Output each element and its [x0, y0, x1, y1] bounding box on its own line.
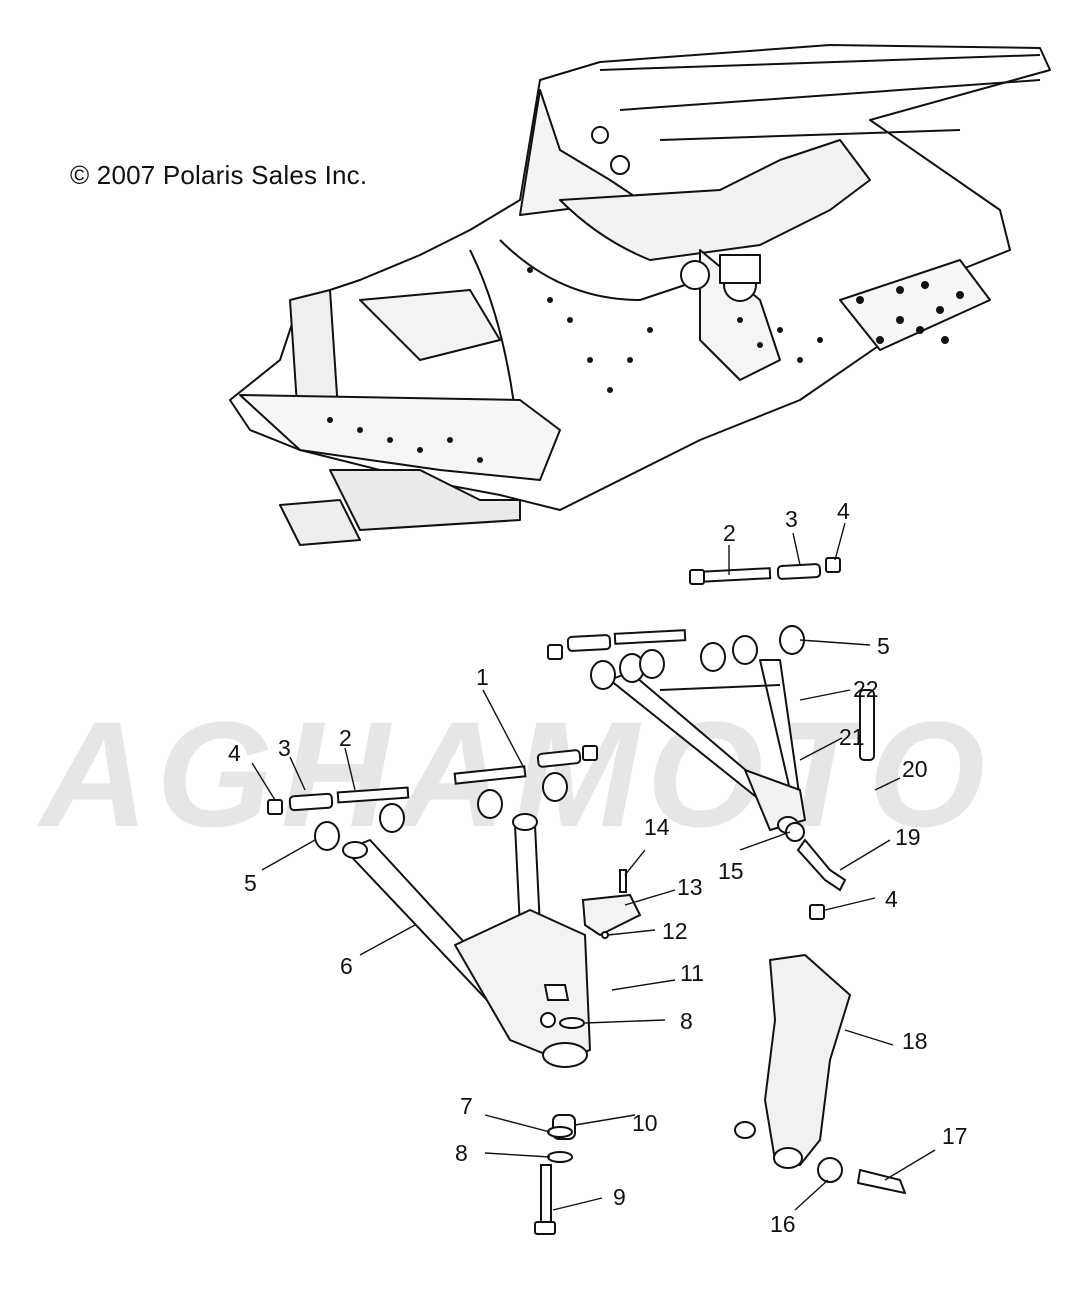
- callout-22: 22: [853, 676, 879, 702]
- copyright-text: © 2007 Polaris Sales Inc.: [70, 160, 368, 190]
- callout-6: 6: [340, 953, 353, 979]
- callout-2: 2: [723, 520, 736, 546]
- callout-15: 15: [718, 858, 744, 884]
- callout-17: 17: [942, 1123, 968, 1149]
- callout-20: 20: [902, 756, 928, 782]
- callout-5: 5: [877, 633, 890, 659]
- frame-holes: [327, 267, 964, 463]
- lower-a-arm: [342, 813, 591, 1068]
- callout-9: 9: [613, 1184, 626, 1210]
- callout-18: 18: [902, 1028, 928, 1054]
- callout-7: 7: [460, 1093, 473, 1119]
- chassis-frame: [229, 44, 1051, 546]
- leader-lines: [251, 522, 936, 1211]
- callout-4: 4: [228, 740, 241, 766]
- callout-3: 3: [278, 735, 291, 761]
- callout-8: 8: [455, 1140, 468, 1166]
- callout-11: 11: [680, 960, 704, 986]
- callout-3: 3: [785, 506, 798, 532]
- callout-12: 12: [662, 918, 688, 944]
- callout-4: 4: [885, 886, 898, 912]
- callout-21: 21: [839, 724, 865, 750]
- callout-19: 19: [895, 824, 921, 850]
- callout-13: 13: [677, 874, 703, 900]
- callout-16: 16: [770, 1211, 796, 1237]
- callout-5: 5: [244, 870, 257, 896]
- callout-14: 14: [644, 814, 670, 840]
- callout-2: 2: [339, 725, 352, 751]
- spindle: [734, 954, 906, 1194]
- upper-a-arm: [609, 659, 806, 834]
- callout-1: 1: [476, 664, 489, 690]
- hardware: [267, 557, 875, 1235]
- callout-8: 8: [680, 1008, 693, 1034]
- callout-10: 10: [632, 1110, 658, 1136]
- callout-4: 4: [837, 498, 850, 524]
